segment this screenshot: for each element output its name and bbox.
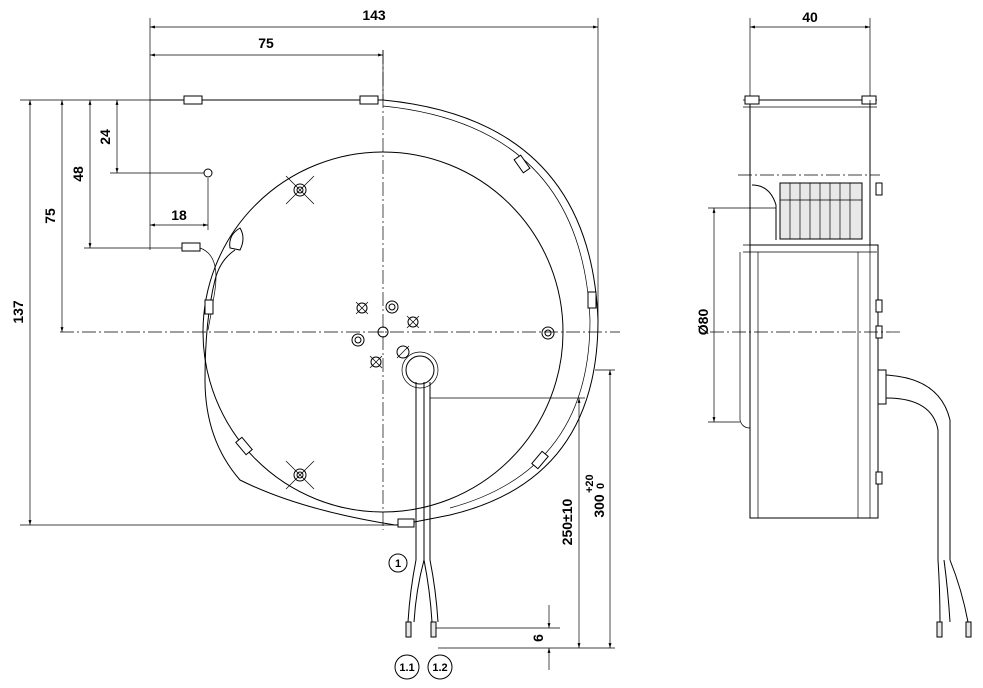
dim-75-top: 75 <box>258 35 274 51</box>
dim-300: 300 +20 0 <box>584 474 607 517</box>
scroll-housing-outline <box>150 99 599 526</box>
hub-screws <box>351 300 420 369</box>
svg-text:1: 1 <box>395 558 401 570</box>
screw-upper-left <box>285 175 315 205</box>
clip-left-mid <box>204 299 214 315</box>
svg-text:300: 300 <box>591 494 607 518</box>
dim-40: 40 <box>802 9 818 25</box>
internal-wire <box>199 247 217 331</box>
dim-18: 18 <box>171 207 187 223</box>
side-cable <box>885 374 972 638</box>
screw-right <box>541 326 555 340</box>
dim-75-left: 75 <box>42 208 58 224</box>
clip-top-2 <box>359 95 379 105</box>
dim-250: 250±10 <box>559 498 575 545</box>
svg-text:+20: +20 <box>584 474 596 493</box>
dim-6: 6 <box>530 634 546 642</box>
scroll-housing-inner <box>382 105 591 509</box>
dim-143: 143 <box>362 7 386 23</box>
screw-lower-left <box>285 460 315 490</box>
side-view: 40 Ø80 <box>695 9 972 638</box>
clip-left <box>181 242 201 252</box>
callout-1-1: 1.1 <box>394 654 420 680</box>
callout-1-2: 1.2 <box>427 654 453 680</box>
svg-text:1.2: 1.2 <box>432 662 447 674</box>
side-housing <box>749 244 879 519</box>
inlet-notch <box>229 227 244 251</box>
clip-top-1 <box>183 95 203 105</box>
clip-lower-right <box>531 450 549 470</box>
dim-137: 137 <box>10 300 26 324</box>
side-cable-exit <box>877 369 887 405</box>
dim-48: 48 <box>70 166 86 182</box>
clip-lower-left <box>235 436 253 456</box>
callout-1: 1 <box>388 553 408 573</box>
svg-text:0: 0 <box>595 483 607 489</box>
dim-diameter-80: Ø80 <box>695 309 711 336</box>
mount-hole <box>203 168 213 178</box>
clip-bottom <box>397 518 415 528</box>
cable-leads <box>405 382 439 638</box>
front-view: 143 75 18 24 48 75 137 250±10 300 +20 0 … <box>10 7 620 680</box>
svg-text:1.1: 1.1 <box>399 662 414 674</box>
clip-right-upper <box>513 154 531 174</box>
side-motor <box>779 182 863 240</box>
clip-right <box>587 291 597 309</box>
dim-24: 24 <box>97 129 113 145</box>
cable-grommet <box>405 355 435 385</box>
